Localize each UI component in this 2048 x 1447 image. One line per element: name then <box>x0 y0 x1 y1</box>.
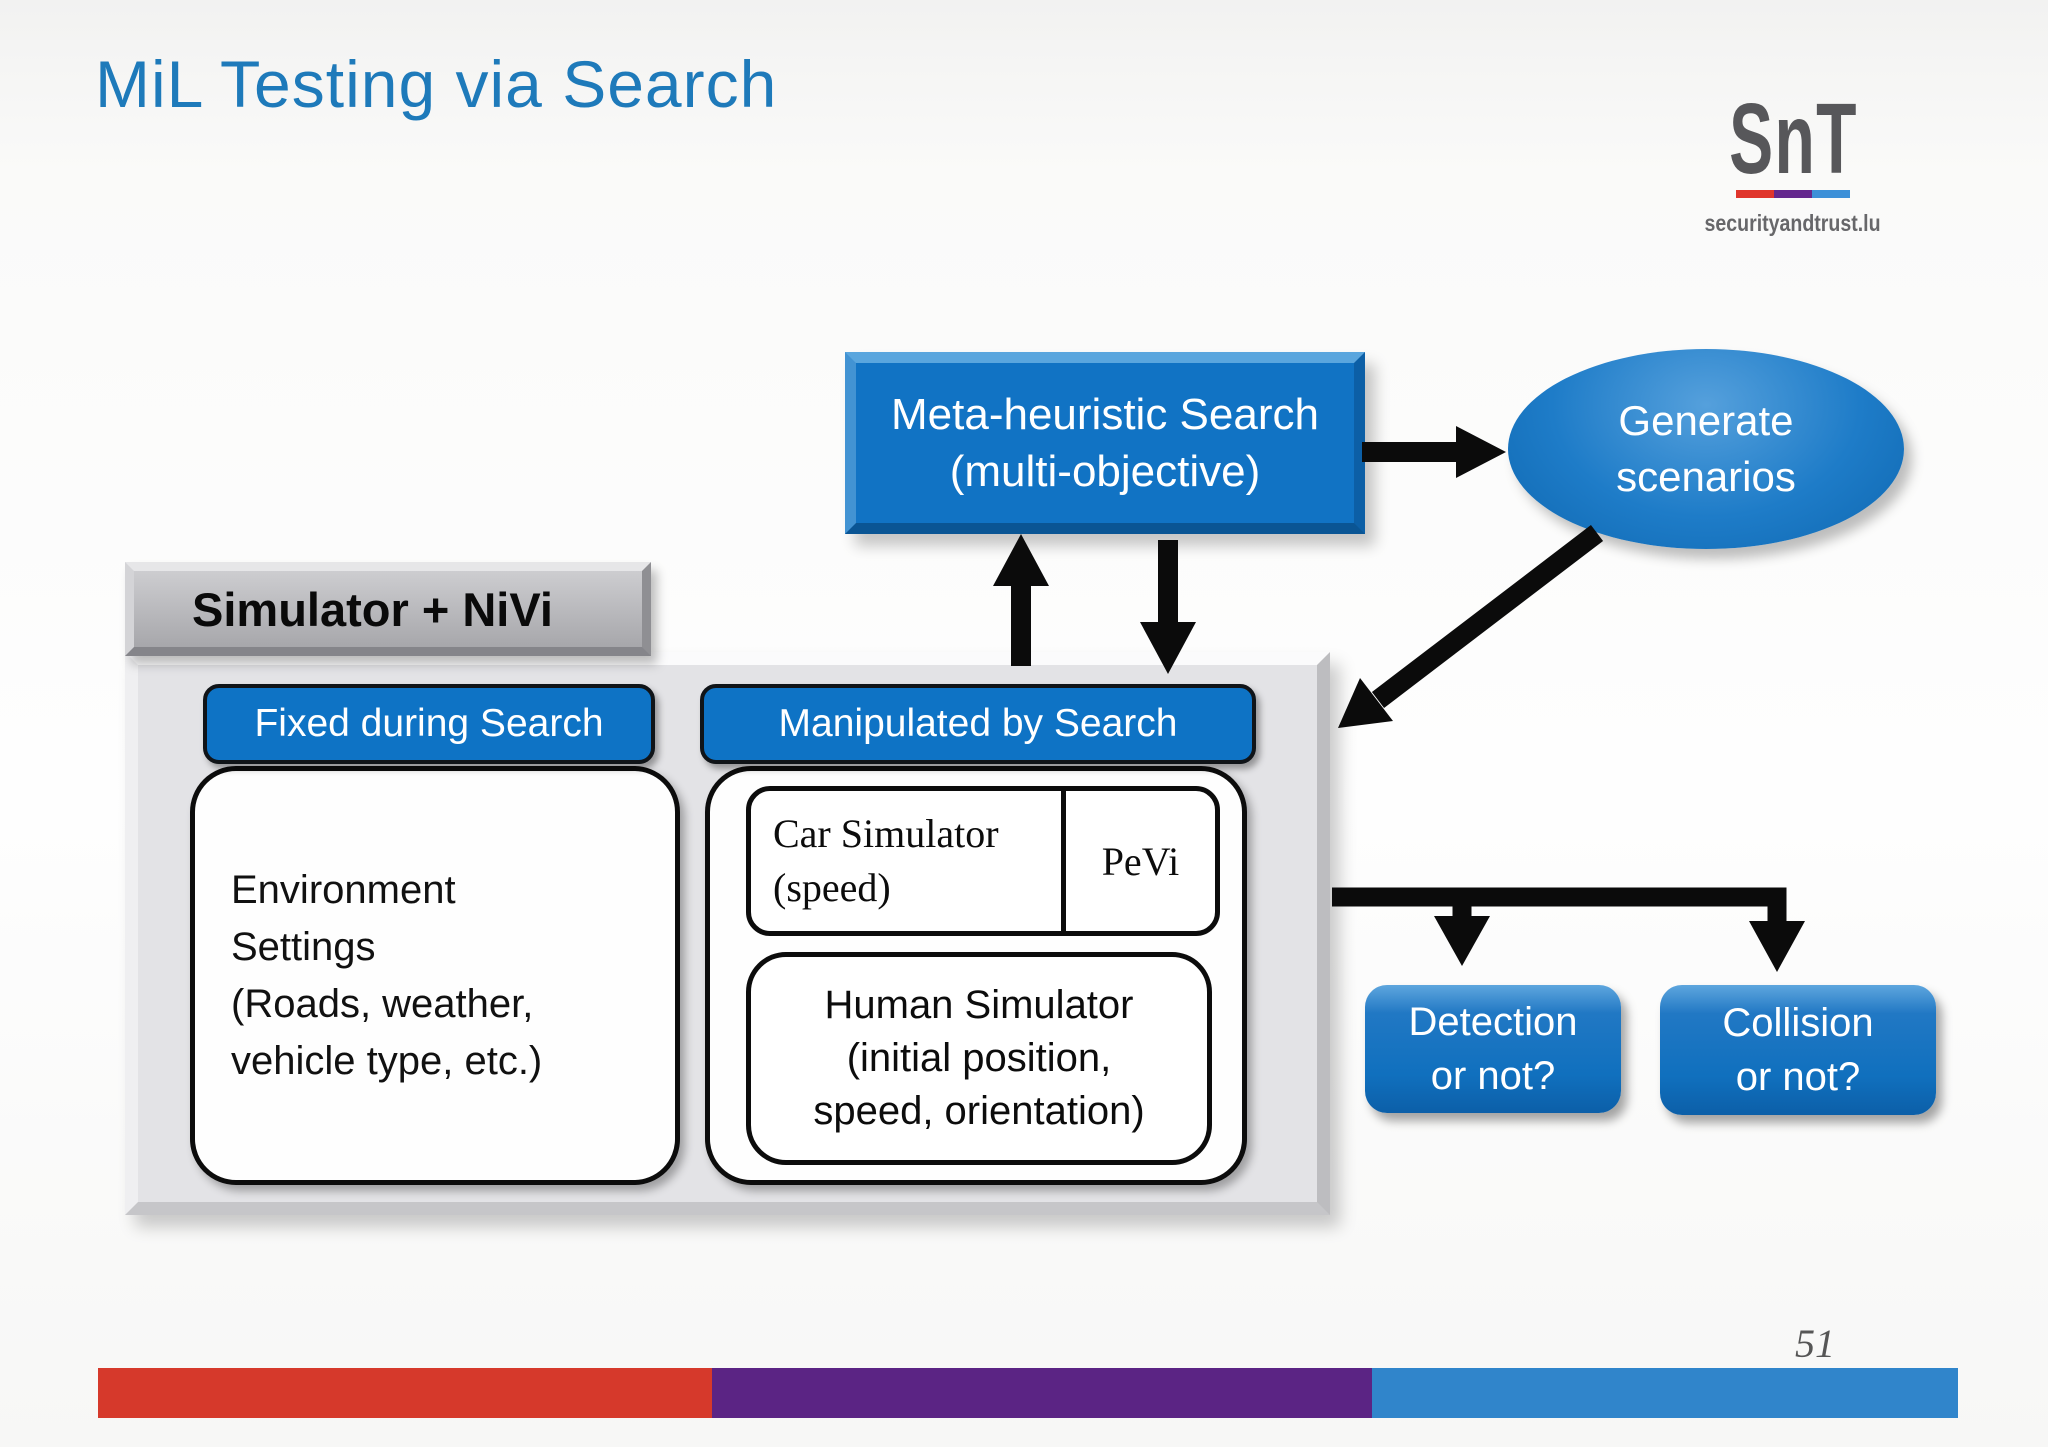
pevi-box: PeVi <box>1101 838 1180 884</box>
fixed-during-search-header: Fixed during Search <box>203 684 655 764</box>
arrow-meta-to-generate <box>1362 426 1506 478</box>
footer-bar <box>98 1368 1958 1418</box>
human-simulator-box: Human Simulator (initial position, speed… <box>746 952 1212 1165</box>
snt-logo: SnT securityandtrust.lu <box>1688 83 1898 237</box>
page-number: 51 <box>1795 1321 1835 1366</box>
generate-scenarios-node: Generate scenarios <box>1508 349 1904 549</box>
car-simulator-label: Car Simulator (speed) <box>751 791 1066 931</box>
snt-logo-domain: securityandtrust.lu <box>1704 210 1881 236</box>
manipulated-by-search-header: Manipulated by Search <box>700 684 1256 764</box>
footer-red-segment <box>98 1368 712 1418</box>
logo-underline-purple-segment <box>1774 190 1812 198</box>
arrow-generate-to-simulator <box>1338 525 1604 728</box>
environment-settings-box: Environment Settings (Roads, weather, ve… <box>190 766 680 1185</box>
arrow-simulator-to-results <box>1332 887 1805 972</box>
arrowhead-detection <box>1434 916 1490 966</box>
simulator-title-tab: Simulator + NiVi <box>125 562 651 656</box>
footer-blue-segment <box>1372 1368 1958 1418</box>
arrow-simulator-to-meta <box>993 534 1049 666</box>
arrowhead-collision <box>1749 921 1805 972</box>
detection-node: Detection or not? <box>1365 985 1621 1113</box>
snt-logo-underline <box>1736 190 1850 198</box>
car-simulator-box: Car Simulator (speed) PeVi <box>746 786 1220 936</box>
logo-underline-blue-segment <box>1812 190 1850 198</box>
page-title: MiL Testing via Search <box>95 47 778 121</box>
footer-purple-segment <box>712 1368 1372 1418</box>
collision-node: Collision or not? <box>1660 985 1936 1115</box>
logo-underline-red-segment <box>1736 190 1774 198</box>
snt-logo-text: SnT <box>1728 83 1858 195</box>
meta-heuristic-search-node: Meta-heuristic Search (multi-objective) <box>845 352 1365 534</box>
